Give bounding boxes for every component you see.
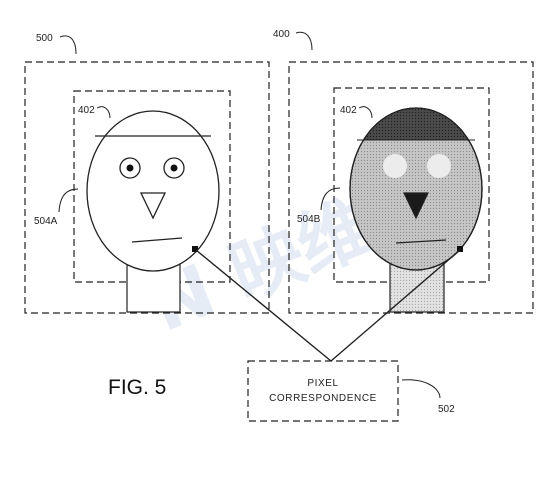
inner-frame-right <box>333 87 490 283</box>
reference-labels: 500 400 402 402 504A 504B 502 <box>34 29 455 415</box>
pupil-left-b <box>170 164 178 172</box>
leader-400 <box>295 31 313 51</box>
ref-400: 400 <box>273 29 290 40</box>
outer-frame-left <box>24 61 270 314</box>
link-line-right <box>330 249 461 362</box>
ref-500: 500 <box>36 33 53 44</box>
mouth-left <box>131 237 183 243</box>
hair-cap-right <box>350 108 482 140</box>
figure-label: FIG. 5 <box>108 376 166 399</box>
pixel-correspondence-box: PIXEL CORRESPONDENCE <box>247 360 399 422</box>
nose-left <box>139 192 167 220</box>
ref-504a: 504A <box>34 216 58 227</box>
eye-right-a <box>383 154 407 178</box>
head-right-outline <box>349 107 483 271</box>
leader-504a <box>58 188 79 213</box>
ref-502: 502 <box>438 404 455 415</box>
correspondence-line-1: PIXEL <box>307 378 338 389</box>
ref-402-left: 402 <box>78 105 95 116</box>
pixel-marker-right <box>457 246 463 252</box>
leader-402-left <box>96 106 111 119</box>
leader-402-right <box>358 106 373 119</box>
mouth-right <box>395 239 447 244</box>
ref-504b: 504B <box>297 214 321 225</box>
pupil-left-a <box>126 164 134 172</box>
pixel-marker-left <box>192 246 198 252</box>
leader-500 <box>59 35 77 55</box>
left-image-group <box>24 61 270 314</box>
correspondence-frame <box>247 360 399 422</box>
leader-502 <box>401 379 441 399</box>
nose-right <box>403 192 429 220</box>
correspondence-line-2: CORRESPONDENCE <box>269 393 377 404</box>
link-line-left <box>195 249 332 362</box>
head-left <box>86 110 220 272</box>
ref-402-right: 402 <box>340 105 357 116</box>
correspondence-lines <box>195 249 461 362</box>
outer-frame-right <box>288 61 534 314</box>
eye-right-b <box>427 154 451 178</box>
leader-504b <box>320 187 341 211</box>
